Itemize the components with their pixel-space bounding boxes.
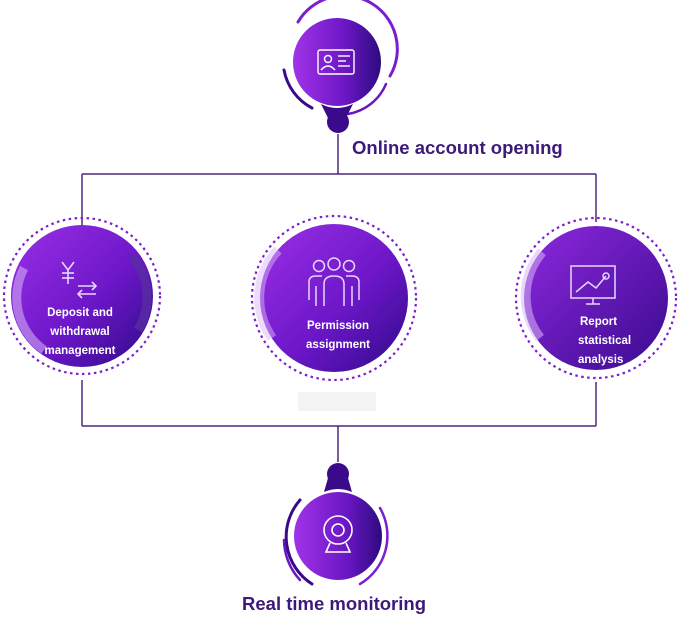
real-time-monitoring-title: Real time monitoring	[242, 593, 426, 614]
presentation-chart-icon	[570, 265, 616, 305]
node-report-analysis	[514, 216, 678, 380]
deposit-label-line-1: Deposit and	[47, 307, 113, 319]
deposit-label-line-3: management	[44, 345, 116, 357]
team-users-icon	[308, 257, 360, 306]
online-account-opening-title: Online account opening	[352, 137, 563, 158]
report-label-line-3: analysis	[578, 354, 624, 366]
permission-label-line-2: assignment	[306, 339, 370, 351]
permission-label-line-1: Permission	[307, 320, 369, 332]
blank-placeholder	[298, 392, 376, 411]
permission-assignment-label: Permission assignment	[290, 317, 386, 355]
currency-exchange-icon	[61, 261, 98, 299]
node-online-account-opening	[282, 0, 399, 133]
node-real-time-monitoring	[282, 463, 389, 586]
webcam-icon	[323, 515, 353, 553]
deposit-withdrawal-label: Deposit and withdrawal management	[28, 304, 132, 361]
report-label-line-1: Report	[580, 316, 618, 328]
report-analysis-label: Report statistical analysis	[568, 313, 646, 370]
node-deposit-withdrawal	[2, 216, 162, 376]
connector-lines	[81, 134, 597, 462]
report-label-line-2: statistical	[578, 335, 632, 347]
id-card-icon	[317, 49, 355, 75]
node-permission-assignment	[250, 214, 418, 382]
deposit-label-line-2: withdrawal	[50, 326, 110, 338]
